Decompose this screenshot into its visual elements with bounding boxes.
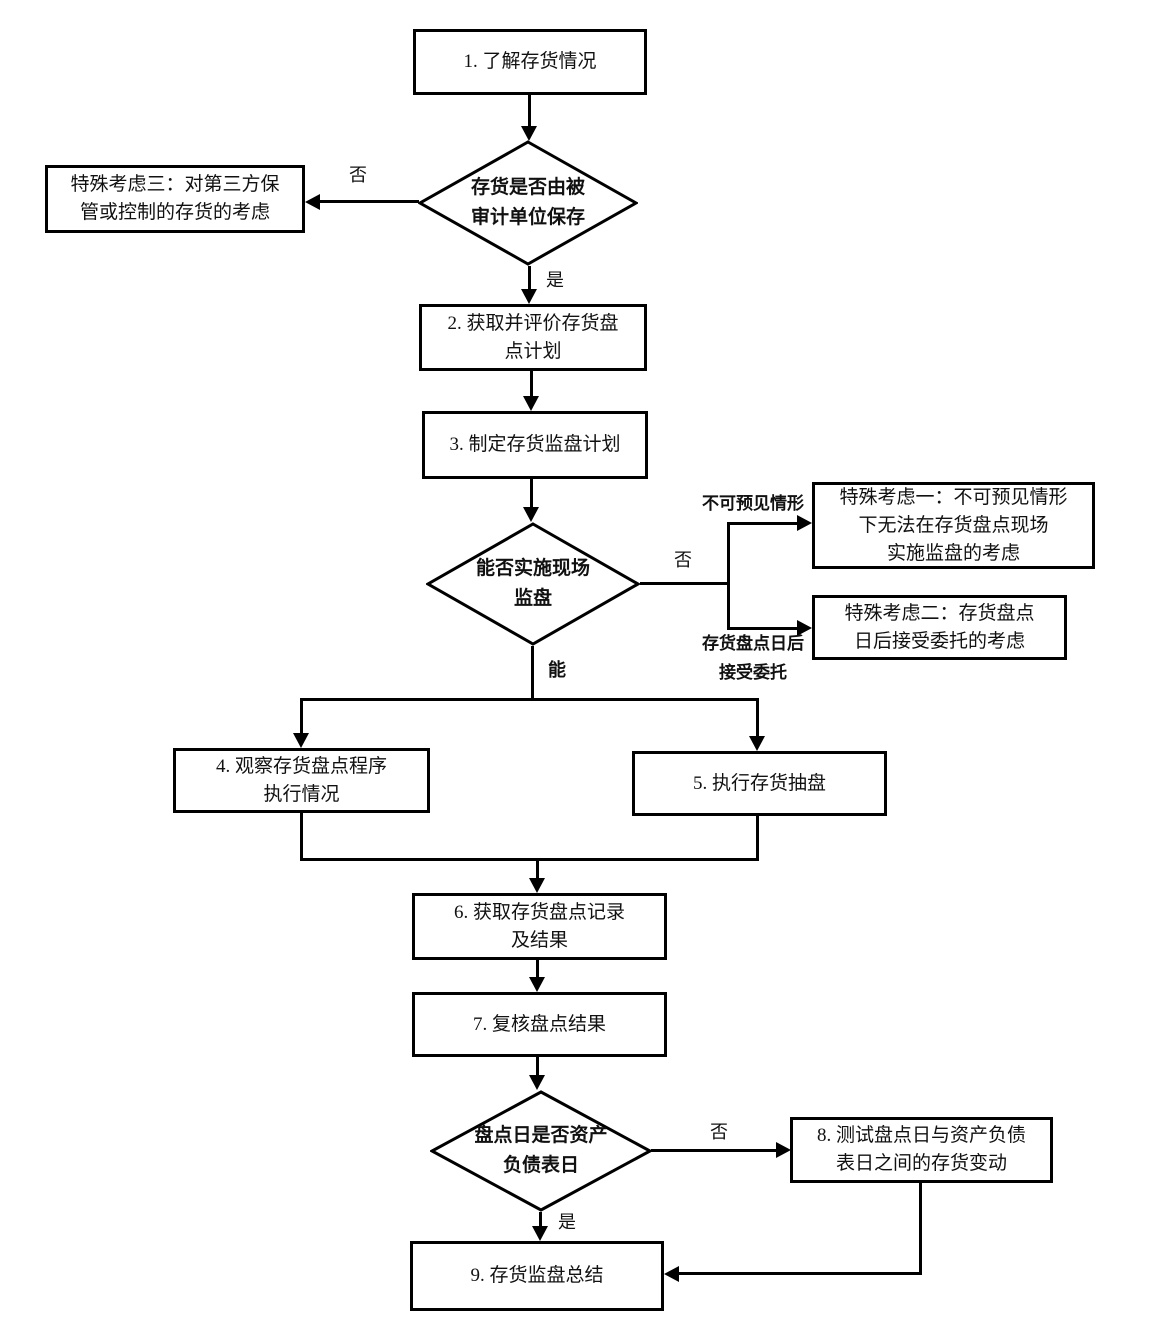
edge-decision3-no-horizontal bbox=[651, 1149, 777, 1152]
step-5-box: 5. 执行存货抽盘 bbox=[632, 751, 887, 816]
special-consideration-2-box: 特殊考虑二：存货盘点日后接受委托的考虑 bbox=[812, 595, 1067, 660]
decision-1-yes-label: 是 bbox=[546, 270, 564, 290]
edge-branch-to-special1 bbox=[727, 522, 798, 525]
step-8-box: 8. 测试盘点日与资产负债表日之间的存货变动 bbox=[790, 1117, 1053, 1183]
arrowhead-into-box6 bbox=[529, 878, 545, 893]
step-3-box: 3. 制定存货监盘计划 bbox=[422, 411, 648, 479]
decision-2-yes-label: 能 bbox=[548, 660, 566, 680]
decision-3-label: 盘点日是否资产负债表日 bbox=[474, 1125, 608, 1176]
edge-branch-to-special2 bbox=[727, 627, 798, 630]
step-6-box: 6. 获取存货盘点记录及结果 bbox=[412, 893, 667, 960]
arrowhead-into-box9-right bbox=[664, 1266, 679, 1282]
edge-box6-to-box7 bbox=[536, 960, 539, 979]
step-2-box: 2. 获取并评价存货盘点计划 bbox=[419, 304, 647, 371]
arrowhead-into-decision3 bbox=[529, 1075, 545, 1090]
arrowhead-into-decision1 bbox=[521, 126, 537, 141]
arrowhead-into-box2 bbox=[521, 289, 537, 304]
edge-decision1-to-box2 bbox=[528, 266, 531, 291]
arrowhead-into-box7 bbox=[529, 977, 545, 992]
decision-3-yes-label: 是 bbox=[558, 1212, 576, 1232]
edge-decision2-yes-vertical bbox=[531, 646, 534, 701]
edge-split-horizontal bbox=[300, 698, 759, 701]
decision-3-no-label: 否 bbox=[710, 1122, 728, 1142]
edge-split-to-box5 bbox=[756, 698, 759, 738]
decision-2-diamond bbox=[426, 522, 640, 646]
decision-3-diamond bbox=[430, 1090, 652, 1212]
arrowhead-into-special1 bbox=[797, 515, 812, 531]
branch-unforeseen-label: 不可预见情形 bbox=[702, 494, 804, 513]
arrowhead-into-special2 bbox=[797, 620, 812, 636]
branch-engaged-after-count-label: 存货盘点日后接受委托 bbox=[702, 634, 804, 682]
edge-box8-to-box9-horizontal bbox=[678, 1272, 922, 1275]
decision-2-no-label: 否 bbox=[674, 550, 692, 570]
decision-1-diamond bbox=[418, 140, 638, 266]
edge-box2-to-box3 bbox=[530, 371, 533, 397]
edge-box3-to-decision2 bbox=[530, 479, 533, 508]
special-consideration-3-box: 特殊考虑三：对第三方保管或控制的存货的考虑 bbox=[45, 165, 305, 233]
arrowhead-into-box8 bbox=[776, 1142, 791, 1158]
arrowhead-into-box4 bbox=[293, 733, 309, 748]
edge-decision1-to-special3 bbox=[318, 200, 419, 203]
decision-1-label: 存货是否由被审计单位保存 bbox=[470, 177, 585, 228]
step-9-box: 9. 存货监盘总结 bbox=[410, 1241, 664, 1311]
edge-merge-to-box6 bbox=[536, 858, 539, 880]
edge-decision3-yes-vertical bbox=[539, 1212, 542, 1228]
arrowhead-into-decision2 bbox=[523, 507, 539, 522]
step-1-box: 1. 了解存货情况 bbox=[413, 29, 647, 95]
edge-decision2-no-horizontal bbox=[640, 582, 730, 585]
arrowhead-into-box9-top bbox=[532, 1226, 548, 1241]
edge-box7-to-decision3 bbox=[536, 1057, 539, 1077]
edge-merge-horizontal bbox=[300, 858, 759, 861]
edge-box4-down bbox=[300, 813, 303, 861]
edge-split-to-box4 bbox=[300, 698, 303, 735]
special-consideration-1-box: 特殊考虑一：不可预见情形下无法在存货盘点现场实施监盘的考虑 bbox=[812, 482, 1095, 569]
edge-box1-to-decision1 bbox=[528, 95, 531, 128]
arrowhead-into-box5 bbox=[749, 736, 765, 751]
edge-box5-down bbox=[756, 816, 759, 861]
step-4-box: 4. 观察存货盘点程序执行情况 bbox=[173, 748, 430, 813]
edge-no-branch-splitter bbox=[727, 522, 730, 630]
decision-2-label: 能否实施现场监盘 bbox=[475, 558, 590, 609]
arrowhead-into-special3 bbox=[305, 194, 320, 210]
edge-box8-down bbox=[919, 1183, 922, 1275]
step-7-box: 7. 复核盘点结果 bbox=[412, 992, 667, 1057]
decision-1-no-label: 否 bbox=[349, 165, 367, 185]
arrowhead-into-box3 bbox=[523, 396, 539, 411]
